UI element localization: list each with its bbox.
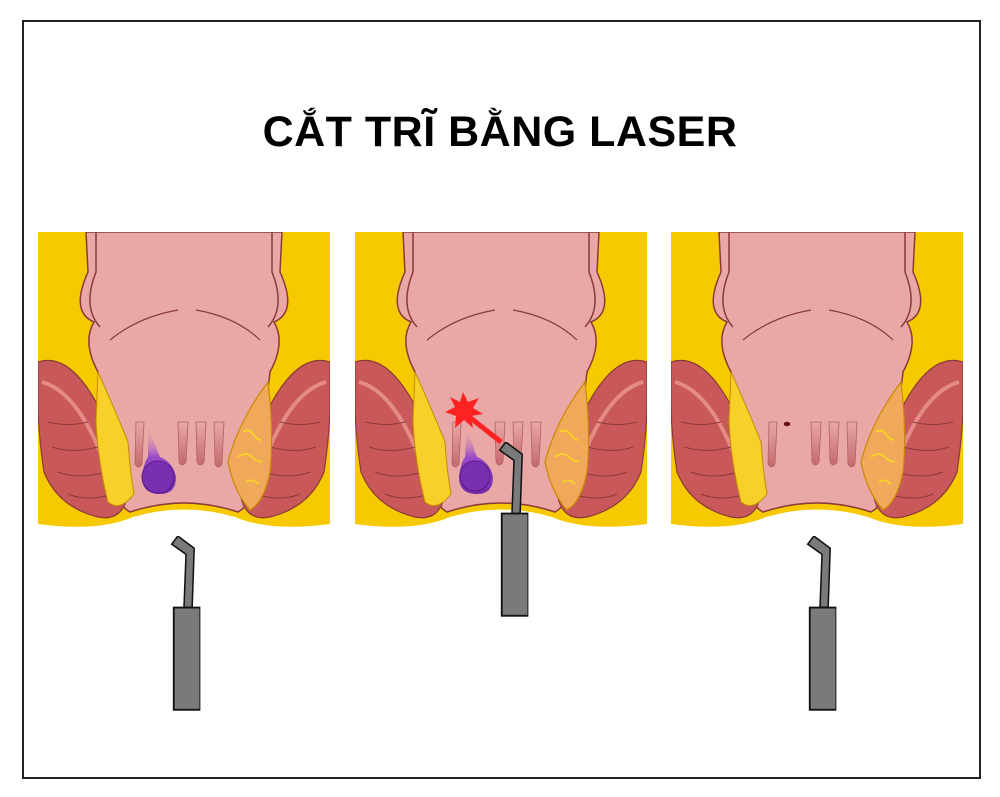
panel-laser-treatment — [355, 232, 647, 532]
laser-probe-icon — [495, 442, 531, 626]
laser-burst-icon — [445, 392, 483, 428]
anatomy-illustration — [355, 232, 647, 532]
anatomy-illustration — [38, 232, 330, 532]
hemorrhoid-icon — [141, 427, 176, 494]
hemorrhoid-icon — [459, 427, 493, 494]
diagram-title: CẮT TRĨ BẰNG LASER — [262, 108, 738, 156]
panel-before — [38, 232, 330, 532]
laser-probe-icon — [803, 536, 839, 720]
laser-probe-icon — [167, 536, 203, 720]
diagram-frame — [22, 20, 981, 779]
scar-icon — [782, 420, 792, 428]
anatomy-illustration — [671, 232, 963, 532]
panel-after — [671, 232, 963, 532]
